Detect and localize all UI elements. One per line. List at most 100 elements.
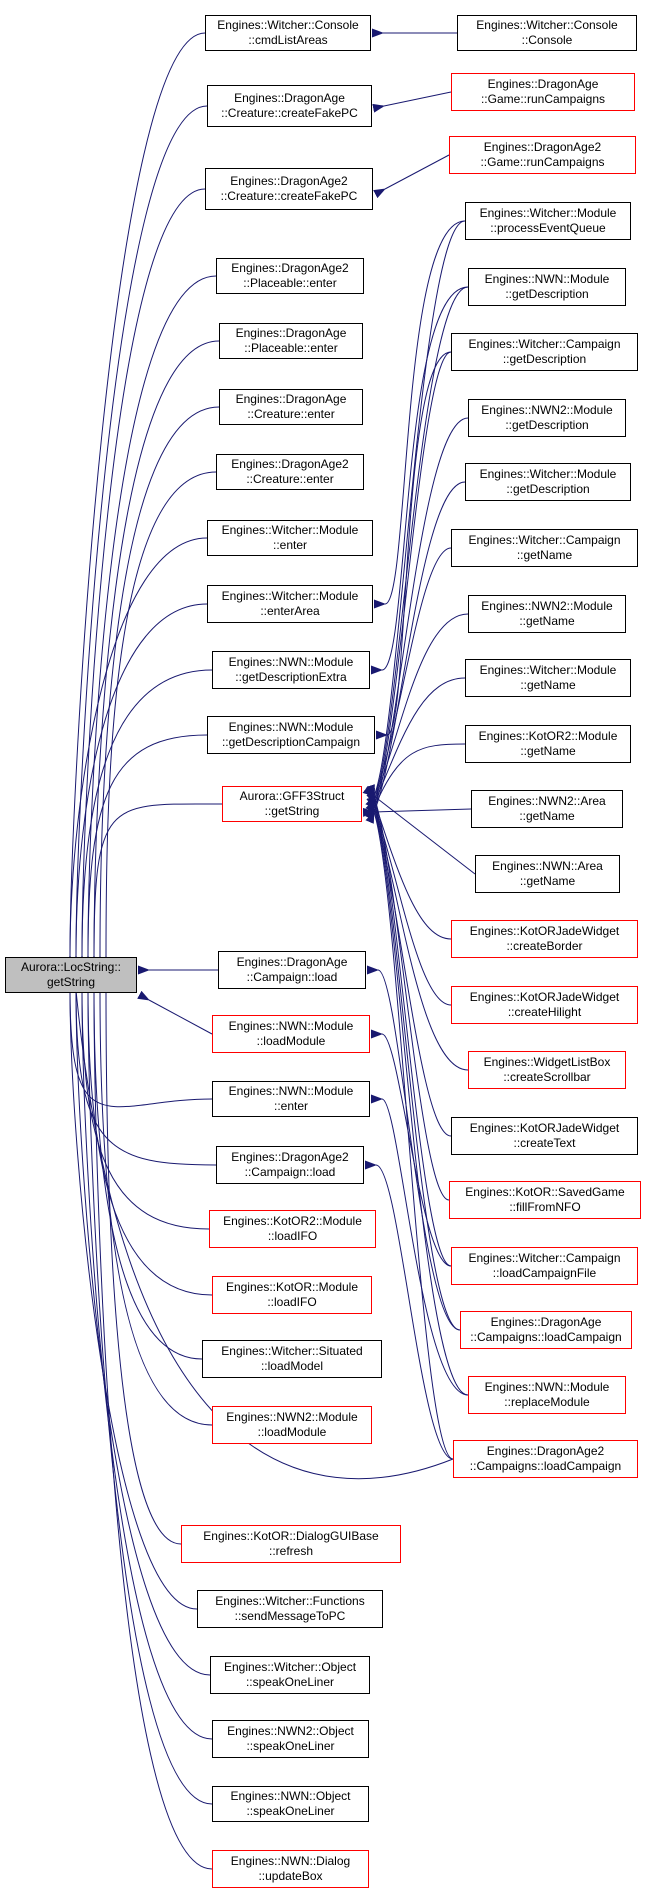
- node-label-line2: ::createBorder: [506, 939, 583, 953]
- node-da2-pl-enter[interactable]: Engines::DragonAge2::Placeable::enter: [216, 258, 364, 294]
- node-kjw-border[interactable]: Engines::KotORJadeWidget::createBorder: [451, 920, 638, 958]
- node-label-line2: ::loadModule: [257, 1425, 327, 1439]
- node-nwn-mod-enter[interactable]: Engines::NWN::Module::enter: [212, 1081, 370, 1117]
- node-nwn-obj-speak[interactable]: Engines::NWN::Object::speakOneLiner: [212, 1786, 369, 1822]
- node-label-line2: ::getName: [519, 874, 576, 888]
- node-label-line1: Engines::DragonAge2: [483, 140, 602, 154]
- node-label-line1: Engines::Witcher::Situated: [221, 1344, 363, 1358]
- edge-to-root: [71, 978, 217, 1166]
- node-nwn-mod-replace[interactable]: Engines::NWN::Module::replaceModule: [468, 1376, 626, 1414]
- node-label-line1: Engines::DragonAge: [235, 326, 347, 340]
- node-label-line2: ::enterArea: [260, 604, 320, 618]
- node-w-camp-gname[interactable]: Engines::Witcher::Campaign::getName: [451, 529, 638, 567]
- edge-to-root: [137, 990, 213, 1035]
- node-nwn2-mod-gdesc[interactable]: Engines::NWN2::Module::getDescription: [468, 399, 626, 437]
- node-nwn-area-gname[interactable]: Engines::NWN::Area::getName: [475, 855, 620, 893]
- node-label-line2: ::getName: [520, 744, 576, 758]
- node-label-line2: ::replaceModule: [504, 1395, 590, 1409]
- node-label-line2: ::getDescriptionCampaign: [221, 735, 361, 749]
- node-nwn2-mod-gname[interactable]: Engines::NWN2::Module::getName: [468, 595, 626, 633]
- node-nwn-gdc[interactable]: Engines::NWN::Module::getDescriptionCamp…: [207, 716, 375, 754]
- node-label-line1: Engines::Witcher::Module: [479, 467, 617, 481]
- edge-to-root: [71, 603, 208, 968]
- node-k2-mod-gname[interactable]: Engines::KotOR2::Module::getName: [465, 725, 631, 763]
- node-nwn-gde[interactable]: Engines::NWN::Module::getDescriptionExtr…: [212, 651, 370, 689]
- node-label-line1: Engines::Witcher::Module: [221, 589, 359, 603]
- node-k2-loadifo[interactable]: Engines::KotOR2::Module::loadIFO: [209, 1210, 376, 1248]
- node-label-line2: ::getName: [520, 678, 576, 692]
- edge-to-gff-getstring: [366, 792, 461, 1331]
- node-nwn-dlg-update[interactable]: Engines::NWN::Dialog::updateBox: [212, 1850, 369, 1888]
- node-label-line2: getString: [46, 975, 96, 989]
- node-root[interactable]: Aurora::LocString::getString: [5, 957, 137, 993]
- node-nwn2-loadmodule[interactable]: Engines::NWN2::Module::loadModule: [212, 1406, 372, 1444]
- edge-to-gff-getstring: [366, 800, 454, 1460]
- node-nwn-mod-gdesc[interactable]: Engines::NWN::Module::getDescription: [468, 268, 626, 306]
- edge-to-gff-getstring: [362, 785, 476, 875]
- node-da-camp-load[interactable]: Engines::DragonAge::Campaign::load: [218, 951, 366, 989]
- node-w-con-console[interactable]: Engines::Witcher::Console::Console: [457, 15, 637, 51]
- node-da-camps-load[interactable]: Engines::DragonAge::Campaigns::loadCampa…: [460, 1311, 632, 1349]
- edge-to-gff-getstring: [365, 743, 466, 820]
- edge-to-root: [89, 803, 223, 968]
- node-da2-camps-load[interactable]: Engines::DragonAge2::Campaigns::loadCamp…: [453, 1440, 638, 1478]
- node-w-camp-gdesc[interactable]: Engines::Witcher::Campaign::getDescripti…: [451, 333, 638, 371]
- node-label-line1: Engines::KotOR2::Module: [478, 729, 618, 743]
- node-label-line1: Engines::NWN2::Area: [488, 794, 606, 808]
- node-label-line1: Engines::NWN::Module: [228, 1019, 354, 1033]
- node-da-cfpc[interactable]: Engines::DragonAge::Creature::createFake…: [207, 85, 372, 127]
- node-label-line2: ::getDescription: [502, 352, 587, 366]
- edge-to-root: [77, 188, 206, 968]
- node-da2-cfpc[interactable]: Engines::DragonAge2::Creature::createFak…: [205, 168, 373, 210]
- node-label-line1: Engines::NWN::Module: [484, 1380, 610, 1394]
- node-w-camp-loadfile[interactable]: Engines::Witcher::Campaign::loadCampaign…: [451, 1247, 638, 1285]
- node-nwn2-area-gname[interactable]: Engines::NWN2::Area::getName: [471, 790, 623, 828]
- node-w-sit-loadmodel[interactable]: Engines::Witcher::Situated::loadModel: [202, 1340, 382, 1378]
- node-wlb-scroll[interactable]: Engines::WidgetListBox::createScrollbar: [468, 1051, 626, 1089]
- node-label-line2: ::getDescription: [505, 418, 589, 432]
- node-w-fn-sendmsg[interactable]: Engines::Witcher::Functions::sendMessage…: [197, 1590, 383, 1628]
- edge-to-gff-getstring: [366, 796, 469, 1396]
- node-da-cr-enter[interactable]: Engines::DragonAge::Creature::enter: [219, 389, 363, 425]
- node-label-line2: ::getName: [519, 614, 575, 628]
- node-da-game-run[interactable]: Engines::DragonAge::Game::runCampaigns: [451, 73, 635, 111]
- node-da-pl-enter[interactable]: Engines::DragonAge::Placeable::enter: [219, 323, 363, 359]
- node-w-mod-gname[interactable]: Engines::Witcher::Module::getName: [465, 659, 631, 697]
- node-label-line1: Engines::NWN2::Module: [481, 599, 613, 613]
- node-label-line2: ::createScrollbar: [503, 1070, 591, 1084]
- node-k-save-fill[interactable]: Engines::KotOR::SavedGame::fillFromNFO: [449, 1181, 641, 1219]
- edge-call: [372, 91, 452, 113]
- node-label-line2: ::getName: [519, 809, 575, 823]
- edge-to-root: [65, 32, 206, 968]
- node-da2-cr-enter[interactable]: Engines::DragonAge2::Creature::enter: [216, 454, 364, 490]
- node-w-mod-enterarea[interactable]: Engines::Witcher::Module::enterArea: [207, 585, 373, 623]
- node-da2-game-run[interactable]: Engines::DragonAge2::Game::runCampaigns: [449, 136, 636, 174]
- node-label-line1: Engines::DragonAge: [490, 1315, 602, 1329]
- node-w-mod-enter[interactable]: Engines::Witcher::Module::enter: [207, 520, 373, 556]
- node-k-dlg-refresh[interactable]: Engines::KotOR::DialogGUIBase::refresh: [181, 1525, 401, 1563]
- node-nwn2-obj-speak[interactable]: Engines::NWN2::Object::speakOneLiner: [212, 1720, 369, 1758]
- node-kjw-text[interactable]: Engines::KotORJadeWidget::createText: [451, 1117, 638, 1155]
- node-label-line1: Engines::Witcher::Module: [479, 663, 617, 677]
- node-label-line1: Engines::Witcher::Module: [221, 523, 359, 537]
- edge-call: [373, 154, 450, 199]
- node-w-mod-pevq[interactable]: Engines::Witcher::Module::processEventQu…: [465, 202, 631, 240]
- node-da2-camp-load[interactable]: Engines::DragonAge2::Campaign::load: [216, 1146, 364, 1184]
- node-label-line2: ::Campaign::load: [246, 970, 338, 984]
- node-label-line1: Engines::Witcher::Object: [223, 1660, 357, 1674]
- edge-to-gff-getstring: [365, 547, 452, 808]
- node-w-mod-gdesc[interactable]: Engines::Witcher::Module::getDescription: [465, 463, 631, 501]
- edge-to-gff-getstring: [365, 417, 469, 820]
- node-label-line2: ::Creature::enter: [247, 407, 335, 421]
- node-label-line1: Engines::Witcher::Module: [479, 206, 617, 220]
- edge-to-gff-getstring: [366, 788, 452, 1267]
- node-w-obj-speak[interactable]: Engines::Witcher::Object::speakOneLiner: [210, 1656, 370, 1694]
- node-label-line1: Engines::KotOR::Module: [225, 1280, 359, 1294]
- edge-to-root: [71, 105, 208, 968]
- node-k-loadifo[interactable]: Engines::KotOR::Module::loadIFO: [212, 1276, 372, 1314]
- node-kjw-hilight[interactable]: Engines::KotORJadeWidget::createHilight: [451, 986, 638, 1024]
- node-nwn-loadmodule[interactable]: Engines::NWN::Module::loadModule: [212, 1015, 370, 1053]
- node-gff[interactable]: Aurora::GFF3Struct::getString: [222, 786, 362, 822]
- node-label-line1: Engines::NWN2::Object: [227, 1724, 354, 1738]
- node-w-cmdlist[interactable]: Engines::Witcher::Console::cmdListAreas: [205, 15, 371, 51]
